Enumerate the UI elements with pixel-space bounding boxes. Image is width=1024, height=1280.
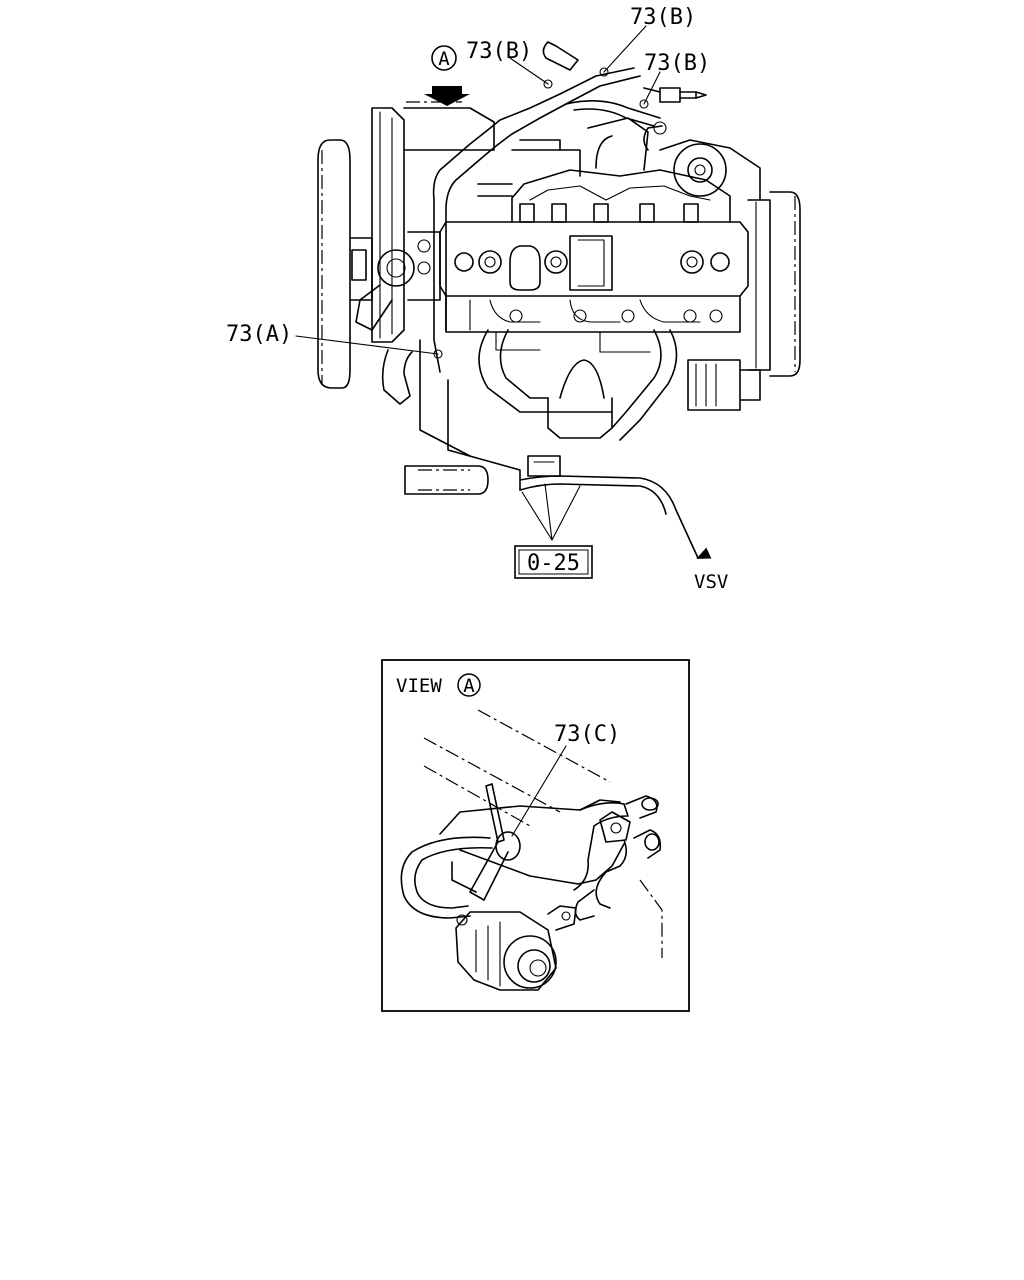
inset-title-marker: A (463, 675, 475, 697)
inset-circled-letter-icon (457, 673, 481, 697)
leader-arrow-icon (675, 509, 712, 559)
vsv-label: VSV (694, 571, 728, 593)
circled-letter-icon: A (431, 45, 457, 71)
callout-73b-left: 73(B) (466, 39, 532, 64)
callout-73b-top: 73(B) (630, 5, 696, 30)
inset-title-prefix: VIEW (396, 675, 442, 697)
leader-lines (295, 25, 661, 541)
reference-box-label: 0-25 (527, 551, 580, 576)
view-marker-label: A (438, 48, 450, 70)
reference-box: 0-25 (514, 545, 593, 579)
engine-main-view (317, 41, 801, 515)
callout-73b-right: 73(B) (644, 51, 710, 76)
inset-view-a: VIEW A 73(C) (381, 659, 690, 1012)
callout-73c: 73(C) (554, 722, 620, 747)
callout-73a: 73(A) (226, 322, 292, 347)
view-direction-arrow-icon (424, 86, 470, 106)
